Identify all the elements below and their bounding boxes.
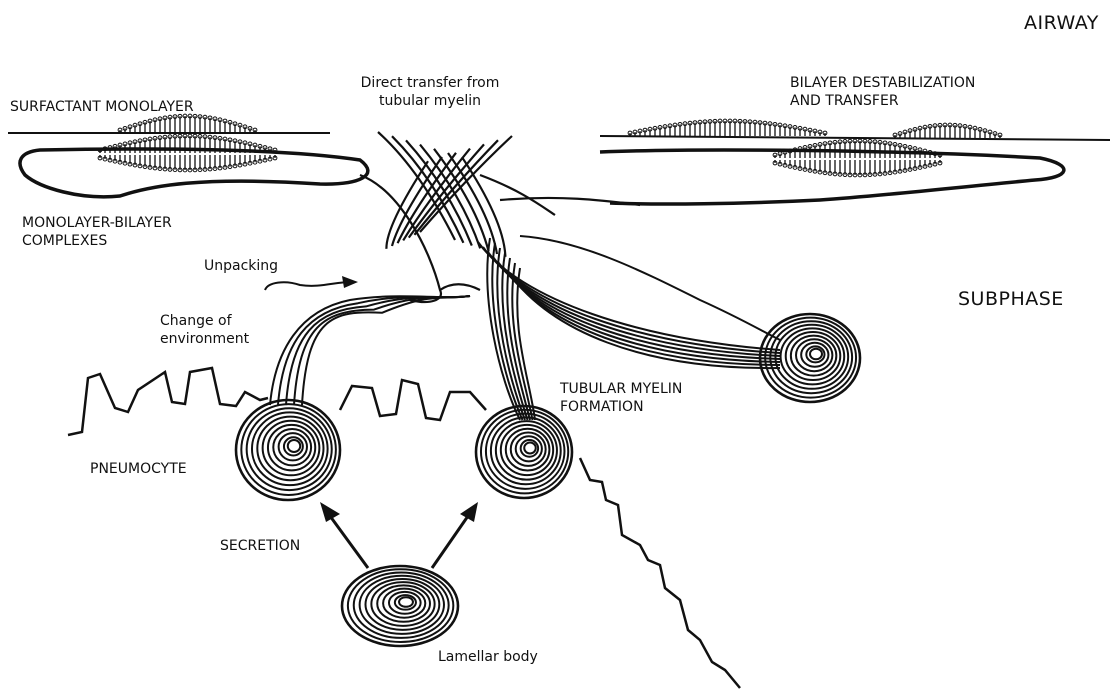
tubular-myelin-lattice [378,132,512,257]
arrow-head-right [460,502,478,522]
lamellar-whorls [236,314,860,646]
label-pneumocyte: PNEUMOCYTE [90,460,187,478]
monolayer-bilayer-complex-right [600,150,1064,204]
lamellar-body-secreting-left [236,400,340,500]
lamellar-body-subphase [760,314,860,402]
label-change-of-environment: Change of environment [160,312,249,348]
arrow-shaft-right [432,516,468,568]
label-unpacking: Unpacking [204,257,278,275]
label-direct-transfer: Direct transfer from tubular myelin [345,74,515,110]
connecting-membranes [360,175,640,302]
lamellar-body-intracellular [342,566,458,646]
label-lamellar-body: Lamellar body [438,648,538,666]
label-subphase: SUBPHASE [958,290,1064,308]
label-tubular-myelin-formation: TUBULAR MYELIN FORMATION [560,380,682,416]
pneumocyte-membrane [68,368,740,688]
label-monolayer-bilayer-complexes: MONOLAYER-BILAYER COMPLEXES [22,214,172,250]
label-airway: AIRWAY [1024,14,1099,32]
arrows [320,276,478,568]
monolayer-bilayer-complex-left [20,149,368,197]
arrow-head-left [320,502,340,522]
label-bilayer-destabilization: BILAYER DESTABILIZATION AND TRANSFER [790,74,975,110]
unpacking-arrow-head [342,276,358,288]
label-secretion: SECRETION [220,537,300,555]
label-surfactant-monolayer: SURFACTANT MONOLAYER [10,98,194,116]
arrow-shaft-left [330,516,368,568]
lipid-head-groups [98,114,1002,177]
